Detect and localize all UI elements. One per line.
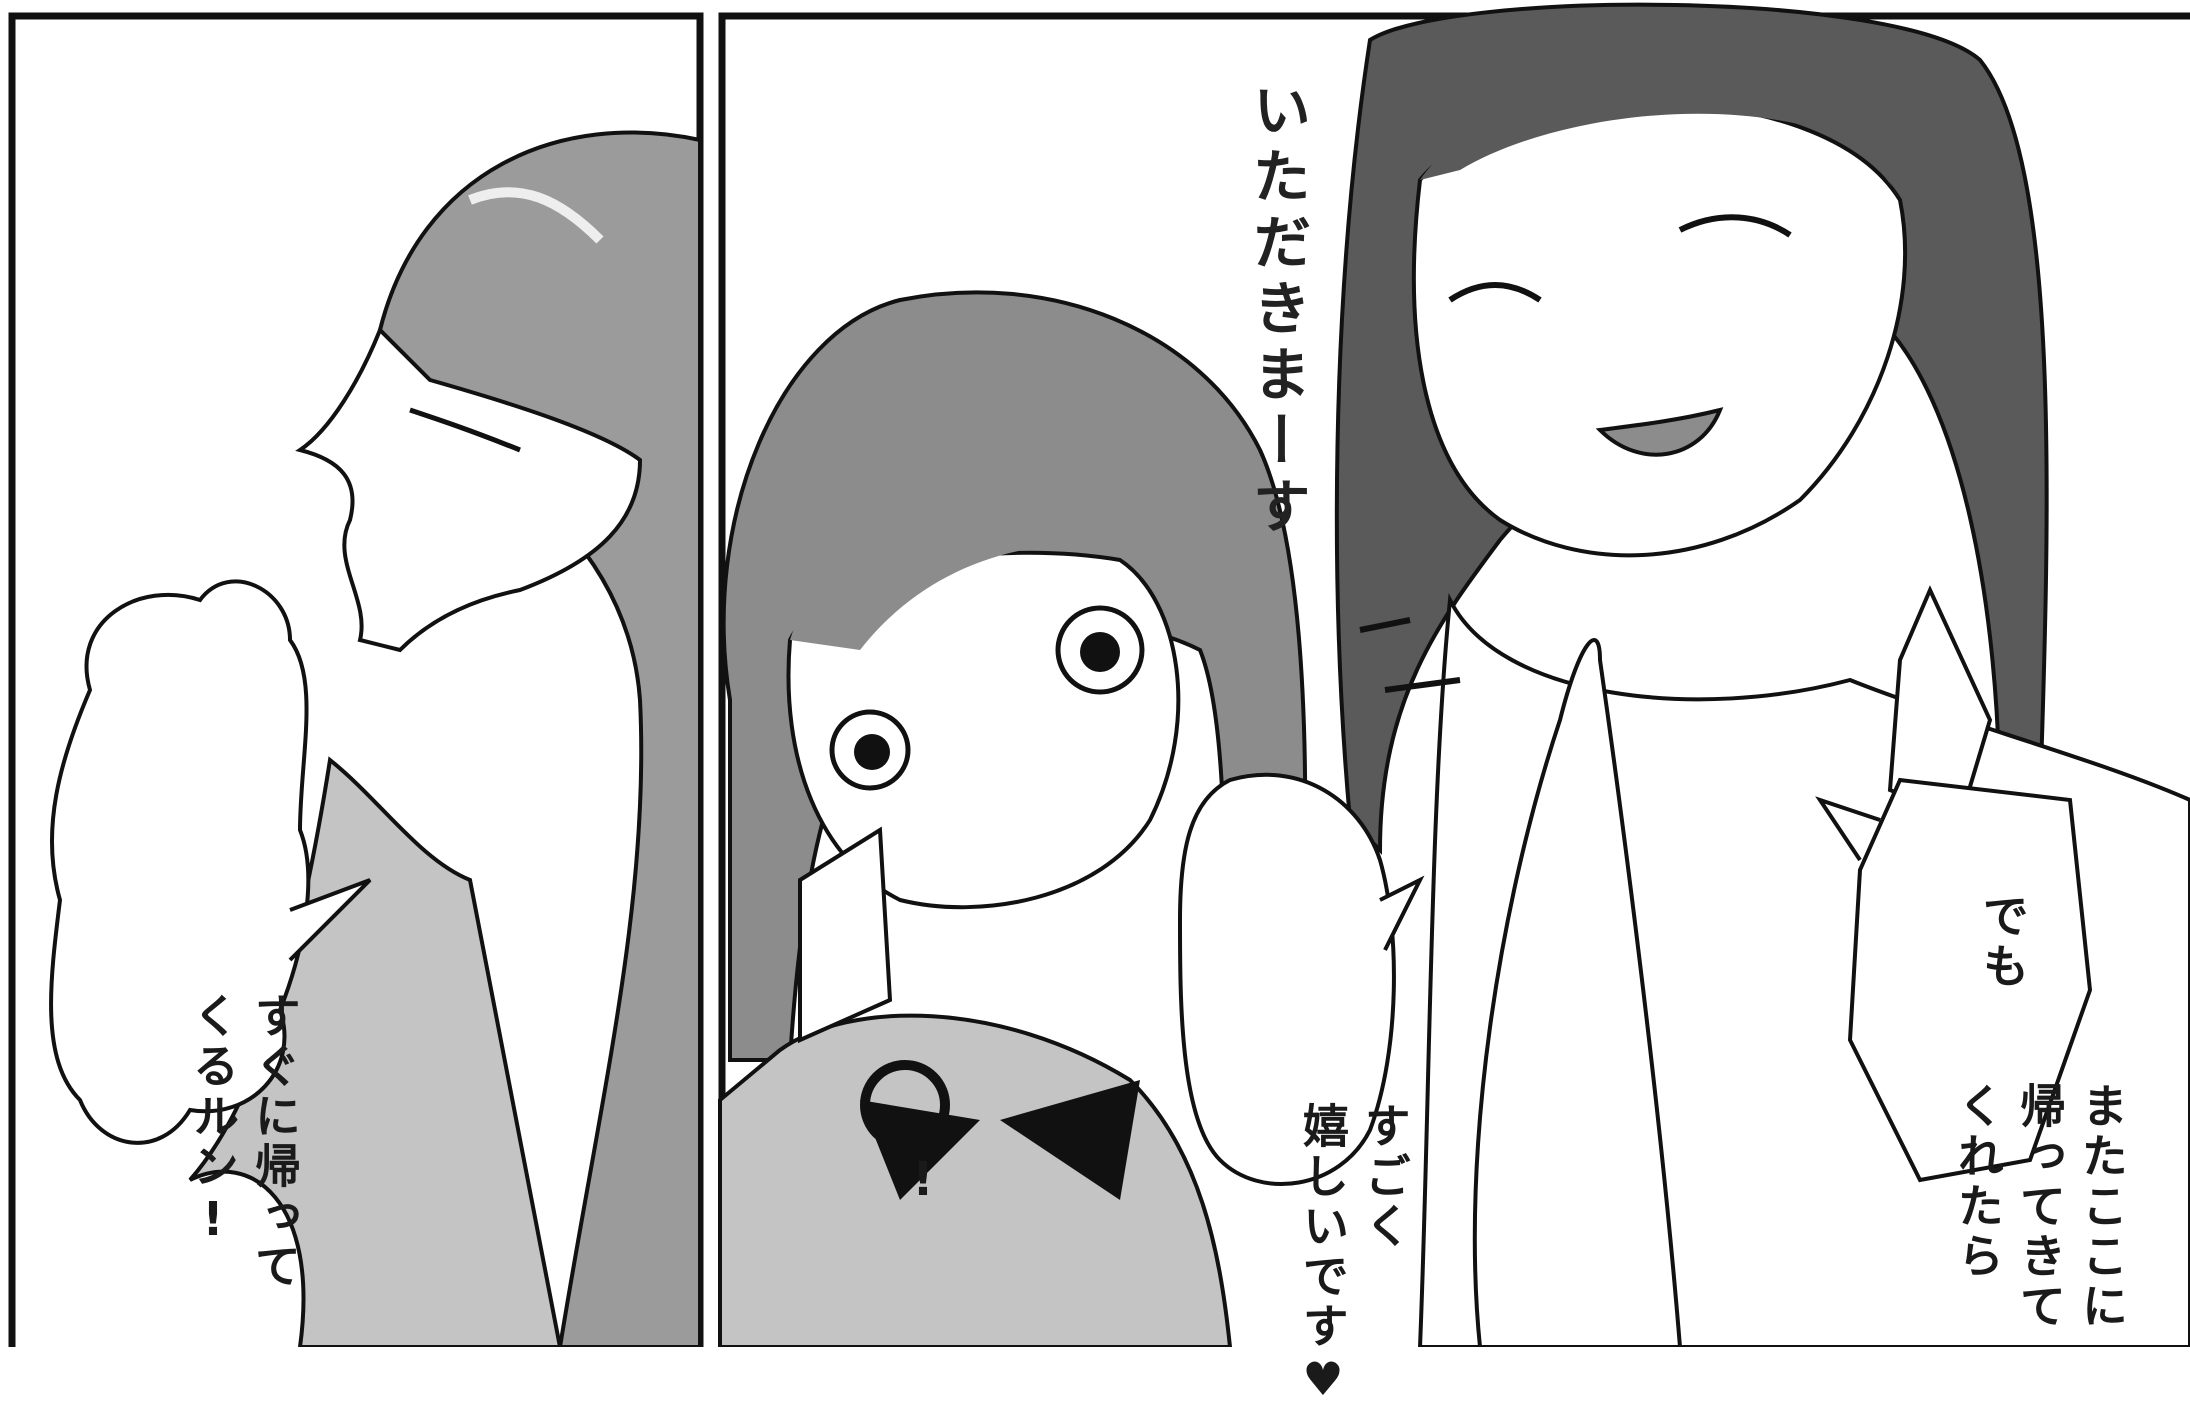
right-tall-character-hands	[1472, 638, 1683, 1347]
left-bubble-line-1: すぐに帰って	[248, 992, 302, 1292]
return-bubble-text: またここに 帰ってきて くれたら	[1885, 850, 2190, 1332]
right-tall-character-eye-left	[1448, 282, 1542, 303]
sfx-itadakimasu: いただきまーす	[1243, 80, 1311, 542]
exclaim-bubble-shape	[798, 826, 893, 1044]
demo-bubble-text: でも	[1910, 660, 2096, 992]
left-character-hair-shine	[468, 187, 604, 244]
happy-bubble-tail	[1379, 875, 1425, 951]
return-bubble-tail	[1815, 796, 1881, 862]
happy-bubble-line-2: 嬉しいです♥	[1296, 1102, 1350, 1410]
left-character-face	[295, 326, 643, 653]
demo-bubble-line-1: でも	[1976, 892, 2030, 992]
manga-page: すぐに帰って くるルン! いただきまーす ! すごく 嬉しいです♥ でも またこ…	[8, 2, 2190, 1410]
happy-bubble-line-1: すごく	[1358, 1102, 1412, 1252]
right-tall-character-eye-right	[1678, 214, 1792, 238]
left-bubble-text: すぐに帰って くるルン!	[120, 760, 368, 1292]
happy-bubble-shape	[1177, 772, 1396, 1186]
return-bubble-line-1: またここに	[2075, 1082, 2129, 1332]
return-bubble-line-3: くれたら	[1951, 1082, 2005, 1282]
right-panel	[718, 2, 2190, 1347]
left-bubble-tail	[288, 878, 372, 962]
right-tall-character-mouth	[1595, 407, 1724, 457]
manga-artwork	[8, 2, 2190, 1347]
right-tall-character-bangs	[1420, 88, 1900, 200]
exclaim-bubble-text: !	[830, 920, 1016, 1210]
left-bubble-shape	[49, 579, 311, 1145]
left-character-eye	[409, 407, 521, 453]
return-bubble-line-2: 帰ってきて	[2013, 1082, 2067, 1332]
exclaim-bubble-line-1: !	[896, 1152, 950, 1210]
right-small-character-bangs	[790, 450, 1180, 650]
happy-bubble-text: すごく 嬉しいです♥	[1230, 870, 1478, 1410]
left-panel	[8, 12, 704, 1347]
return-bubble-shape	[1847, 777, 2093, 1183]
right-small-character-bow	[860, 1080, 1140, 1200]
left-bubble-line-2: くるルン!	[186, 992, 240, 1250]
right-small-character-heart-ring	[860, 1060, 950, 1150]
